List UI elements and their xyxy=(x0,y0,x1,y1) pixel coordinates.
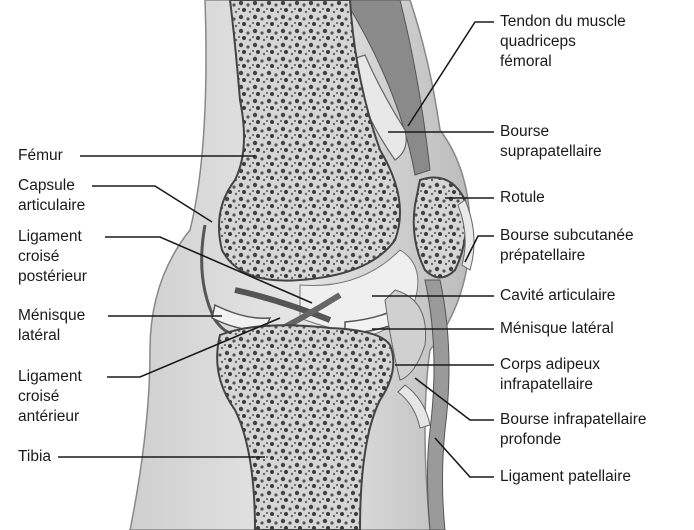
label-bourse-subcutanee: Bourse subcutanée prépatellaire xyxy=(500,226,634,266)
label-femur: Fémur xyxy=(18,146,63,166)
label-corps-adipeux: Corps adipeux infrapatellaire xyxy=(500,355,600,395)
label-rotule: Rotule xyxy=(500,188,545,208)
label-tibia: Tibia xyxy=(18,447,51,467)
label-menisque-lateral-right: Ménisque latéral xyxy=(500,319,614,339)
label-ligament-croise-posterieur: Ligament croisé postérieur xyxy=(18,227,87,287)
patella-bone xyxy=(414,178,467,278)
label-ligament-croise-anterieur: Ligament croisé antérieur xyxy=(18,367,82,427)
label-tendon-quadriceps: Tendon du muscle quadriceps fémoral xyxy=(500,12,626,72)
label-cavite-articulaire: Cavité articulaire xyxy=(500,286,615,306)
label-bourse-infrapatellaire: Bourse infrapatellaire profonde xyxy=(500,410,646,450)
label-menisque-lateral-left: Ménisque latéral xyxy=(18,306,85,346)
label-bourse-suprapatellaire: Bourse suprapatellaire xyxy=(500,122,602,162)
label-capsule-articulaire: Capsule articulaire xyxy=(18,176,85,216)
label-ligament-patellaire: Ligament patellaire xyxy=(500,467,631,487)
